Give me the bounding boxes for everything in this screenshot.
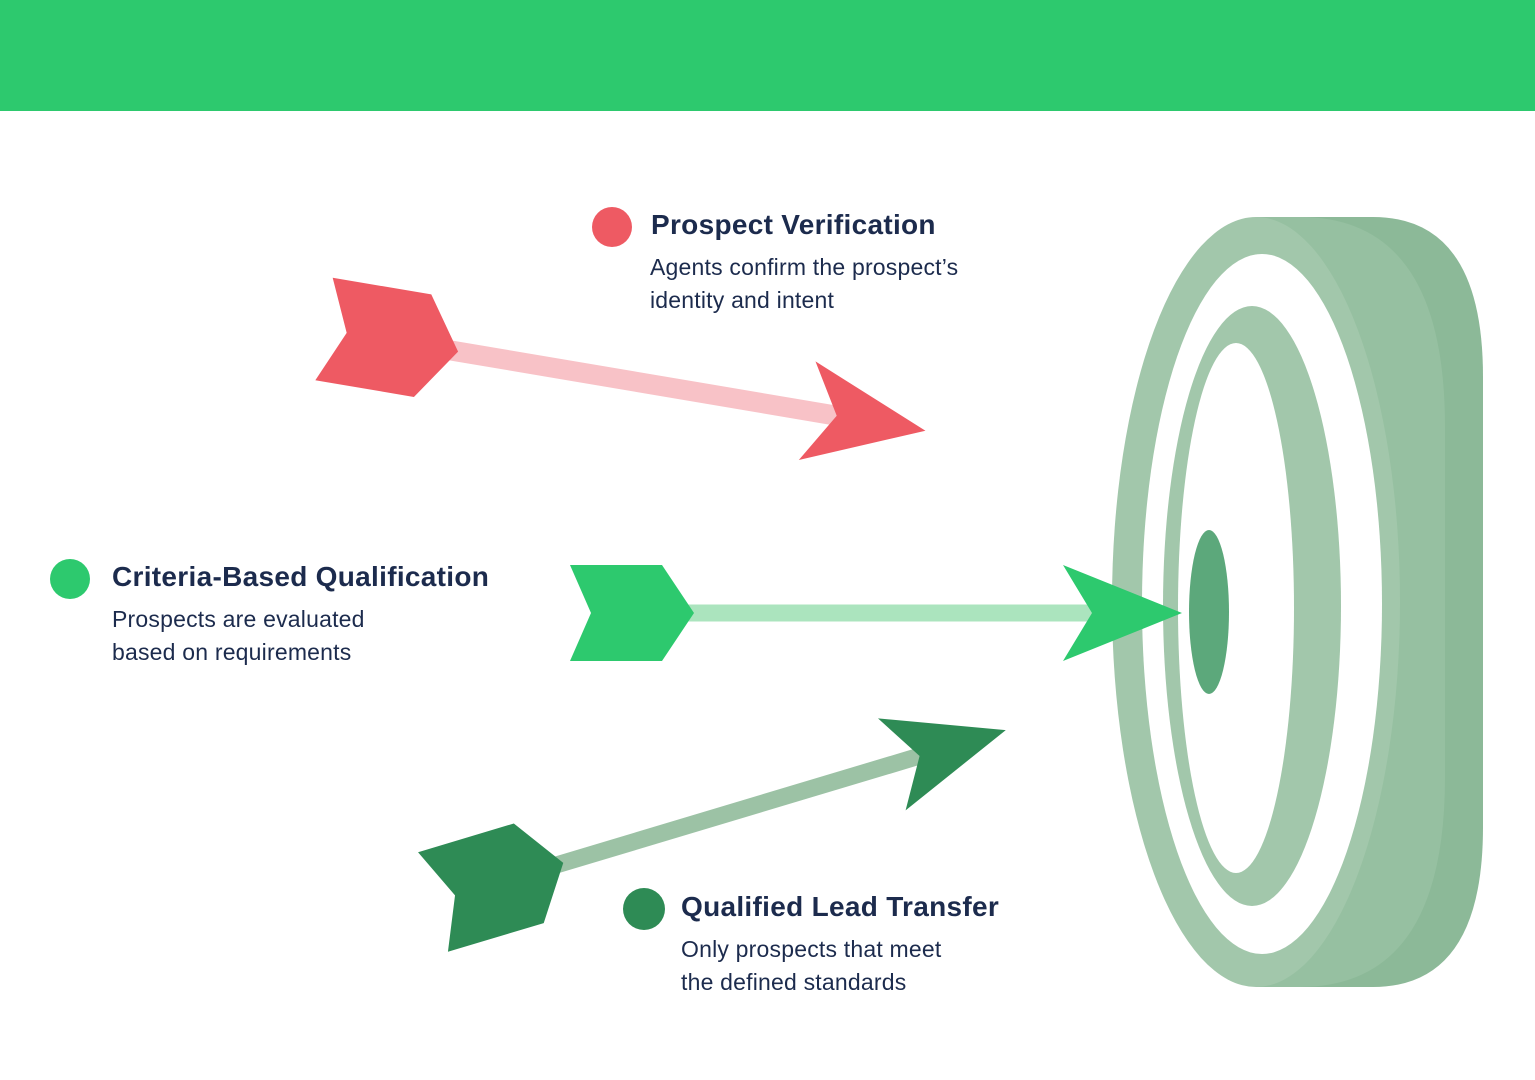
arrow-fletching [570,565,694,661]
missed-high-arrow [315,277,926,461]
item-description: Only prospects that meet the defined sta… [681,933,941,999]
missed-low-arrow [418,718,1006,952]
item-title: Criteria-Based Qualification [112,561,490,592]
arrow-shaft [555,747,923,873]
header-bar [0,0,1535,111]
item-description: Agents confirm the prospect’s identity a… [650,251,958,317]
description-line: based on requirements [112,639,352,665]
criteria-qualification-dot [50,559,90,599]
description-line: Prospects are evaluated [112,606,365,632]
item-description: Prospects are evaluated based on require… [112,603,365,669]
arrow-shaft [445,339,842,427]
target-bullseye-center [1189,530,1229,694]
description-line: the defined standards [681,969,907,995]
description-line: Agents confirm the prospect’s [650,254,959,280]
prospect-verification-dot [592,207,632,247]
description-line: identity and intent [650,287,835,313]
arrow-fletching [315,277,459,397]
qualified-lead-dot [623,888,665,930]
arrow-fletching [418,823,564,952]
on-target-arrow [570,565,1182,661]
description-line: Only prospects that meet [681,936,942,962]
item-title: Prospect Verification [651,209,936,240]
arrow-head [1063,565,1182,661]
item-title: Qualified Lead Transfer [681,891,1000,922]
arrow-head [878,718,1006,811]
target-ring-gap-2 [1178,343,1294,873]
arrow-head [798,361,926,461]
bullseye-target [1112,217,1483,987]
arrow-shaft [688,604,1092,622]
